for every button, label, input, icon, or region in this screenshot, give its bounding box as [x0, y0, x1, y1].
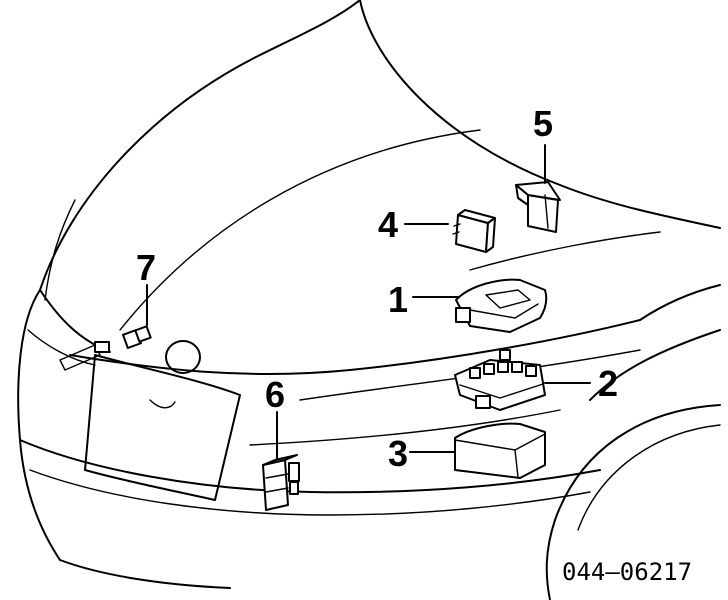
callout-4: 4	[378, 204, 398, 245]
part-4-relay	[404, 209, 496, 253]
callout-2: 2	[598, 363, 618, 404]
part-3-lower-case	[409, 422, 546, 479]
battery-area	[59, 340, 241, 501]
diagram-code: 044–06217	[562, 558, 692, 586]
part-5-block	[515, 144, 561, 233]
callout-5: 5	[533, 103, 553, 144]
part-6-relay	[262, 411, 300, 511]
part-1-cover	[412, 278, 548, 333]
callout-6: 6	[265, 374, 285, 415]
part-7-sensor	[122, 284, 152, 349]
callout-labels: 7 6 4 5 1 2 3	[136, 103, 618, 474]
callout-7: 7	[136, 247, 156, 288]
car-body-outline	[17, 0, 721, 600]
callout-1: 1	[388, 279, 408, 320]
part-2-fuse-box	[454, 349, 591, 411]
callout-3: 3	[388, 433, 408, 474]
